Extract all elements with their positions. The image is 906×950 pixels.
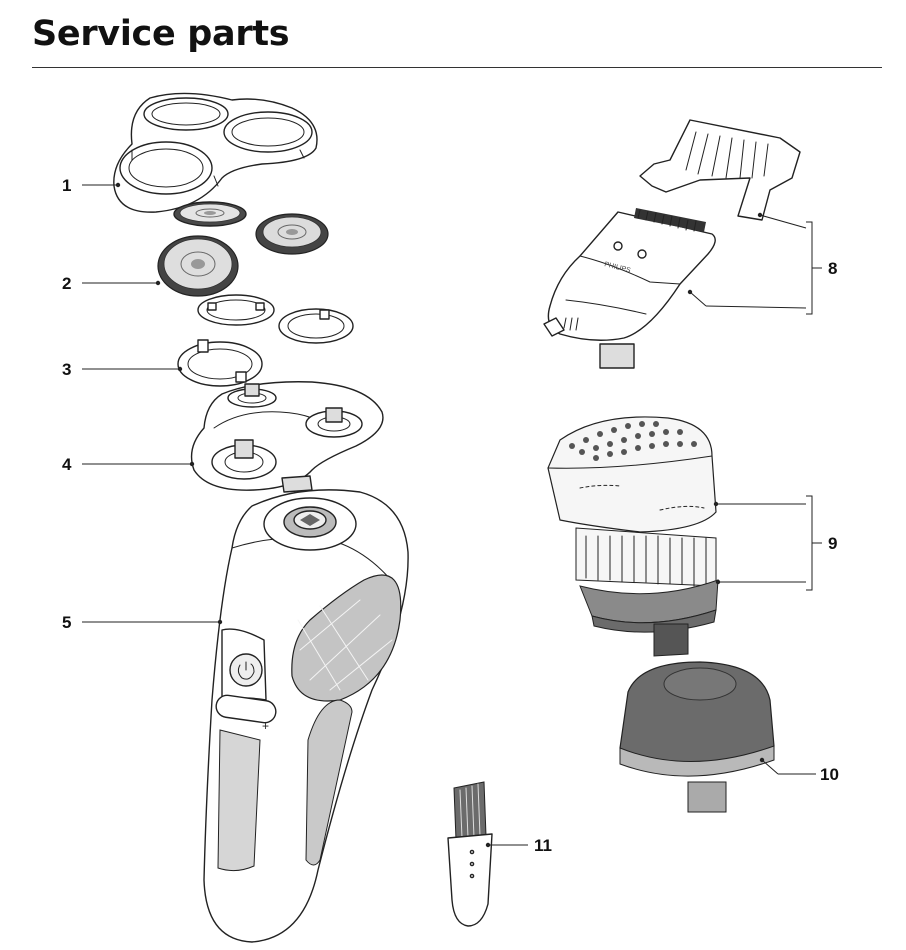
cutter-top: [173, 201, 247, 227]
svg-text:+: +: [262, 719, 269, 733]
callout-5: 5: [62, 613, 71, 632]
callout-3: 3: [62, 360, 71, 379]
leader-9: [713, 495, 822, 591]
ring-a: [197, 294, 275, 326]
leader-8: [687, 212, 822, 315]
part-4-head-holder: [190, 381, 384, 493]
callout-4: 4: [62, 455, 72, 474]
title-divider: [32, 67, 882, 68]
callout-11: 11: [534, 836, 552, 855]
cutter-right: [255, 213, 329, 255]
part-9-cleansing-brush: [547, 416, 719, 657]
cutter-left: [157, 235, 239, 297]
callout-9: 9: [828, 534, 837, 553]
part-10-brush-base: [619, 661, 775, 813]
ring-c: [177, 339, 263, 387]
part-3-retaining-rings: [177, 294, 354, 387]
trimmer-comb: [639, 119, 801, 221]
part-11-cleaning-brush: [447, 781, 493, 927]
part-2-cutters: [157, 201, 329, 297]
part-5-handle: +: [203, 489, 409, 943]
part-8-trimmer-attachment: PHILIPS: [543, 119, 801, 369]
ring-b: [278, 308, 354, 344]
callout-8: 8: [828, 259, 837, 278]
leader-10: [761, 759, 779, 775]
brush-cap: [547, 416, 717, 533]
trimmer-body: PHILIPS: [543, 208, 716, 369]
part-1-shaving-unit-frame: [113, 92, 318, 213]
callout-1: 1: [62, 176, 71, 195]
callout-10: 10: [820, 765, 839, 784]
callout-numbers: 1 2 3 4 5 8 9 10 11: [62, 176, 839, 855]
callout-2: 2: [62, 274, 71, 293]
callout-leaders: [82, 182, 822, 848]
page-title: Service parts: [32, 14, 290, 54]
